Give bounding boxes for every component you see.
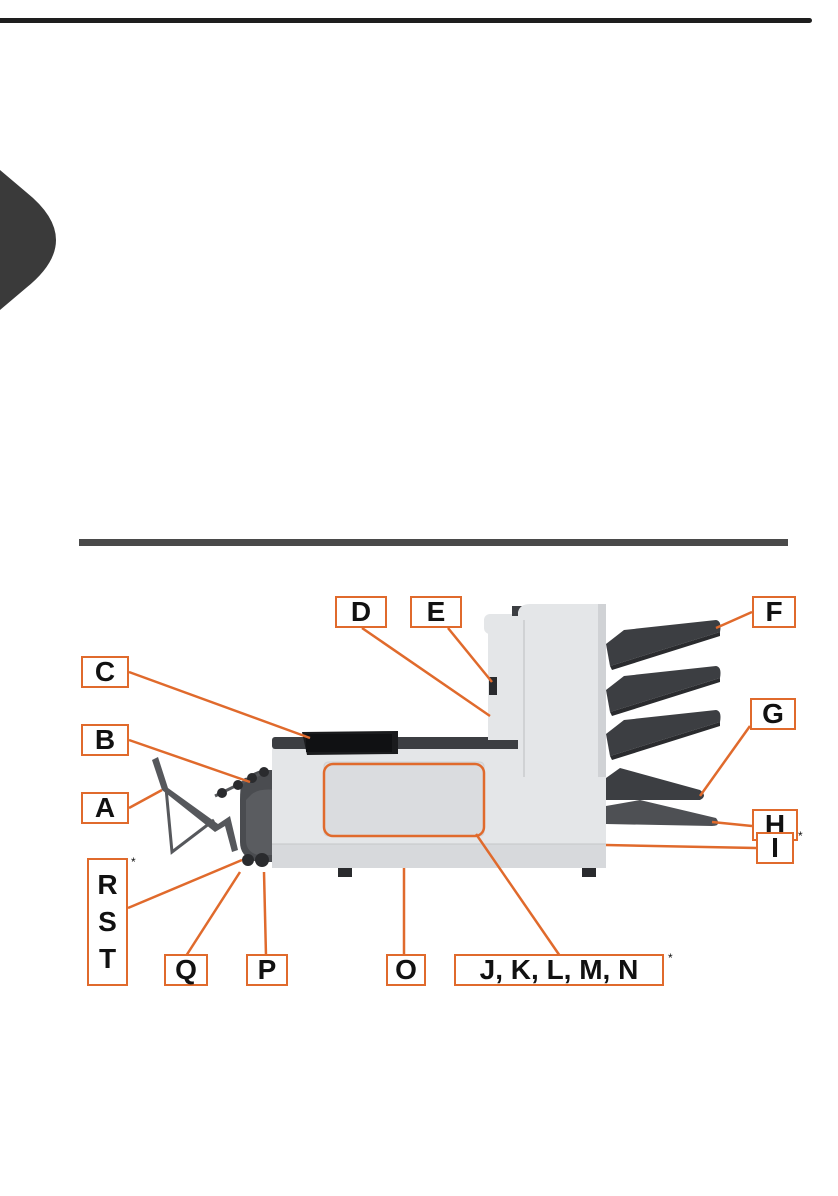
leader-i xyxy=(606,845,756,848)
leader-c xyxy=(129,672,310,738)
label-r: R xyxy=(97,871,117,899)
leader-g xyxy=(700,726,750,796)
label-s: S xyxy=(98,908,117,936)
lower-tray-g xyxy=(606,768,704,800)
label-o: O xyxy=(386,954,426,986)
label-f: F xyxy=(752,596,796,628)
section-rule xyxy=(79,539,788,546)
label-c: C xyxy=(81,656,129,688)
output-wire-tray xyxy=(152,757,238,852)
leader-q xyxy=(186,872,240,956)
label-jklmn: J, K, L, M, N xyxy=(454,954,664,986)
leader-d xyxy=(362,628,490,716)
label-b: B xyxy=(81,724,129,756)
leader-a xyxy=(129,790,162,808)
top-rule xyxy=(0,18,812,23)
label-p: P xyxy=(246,954,288,986)
asterisk-jklmn: * xyxy=(668,952,673,964)
leader-b xyxy=(129,740,250,782)
label-t: T xyxy=(99,945,116,973)
label-a: A xyxy=(81,792,129,824)
label-d: D xyxy=(335,596,387,628)
chapter-tab xyxy=(0,170,56,310)
side-panel xyxy=(324,762,484,836)
asterisk-i: * xyxy=(798,830,803,842)
leader-f xyxy=(716,612,752,628)
leader-e xyxy=(448,628,492,682)
asterisk-rst: * xyxy=(131,856,136,868)
label-q: Q xyxy=(164,954,208,986)
leader-rst xyxy=(128,860,242,908)
feeder-tower xyxy=(518,604,606,777)
label-i: I xyxy=(756,832,794,864)
leader-p xyxy=(264,872,266,956)
label-rst: R S T xyxy=(87,858,128,986)
lower-tray-h xyxy=(606,800,718,826)
label-e: E xyxy=(410,596,462,628)
label-g: G xyxy=(750,698,796,730)
